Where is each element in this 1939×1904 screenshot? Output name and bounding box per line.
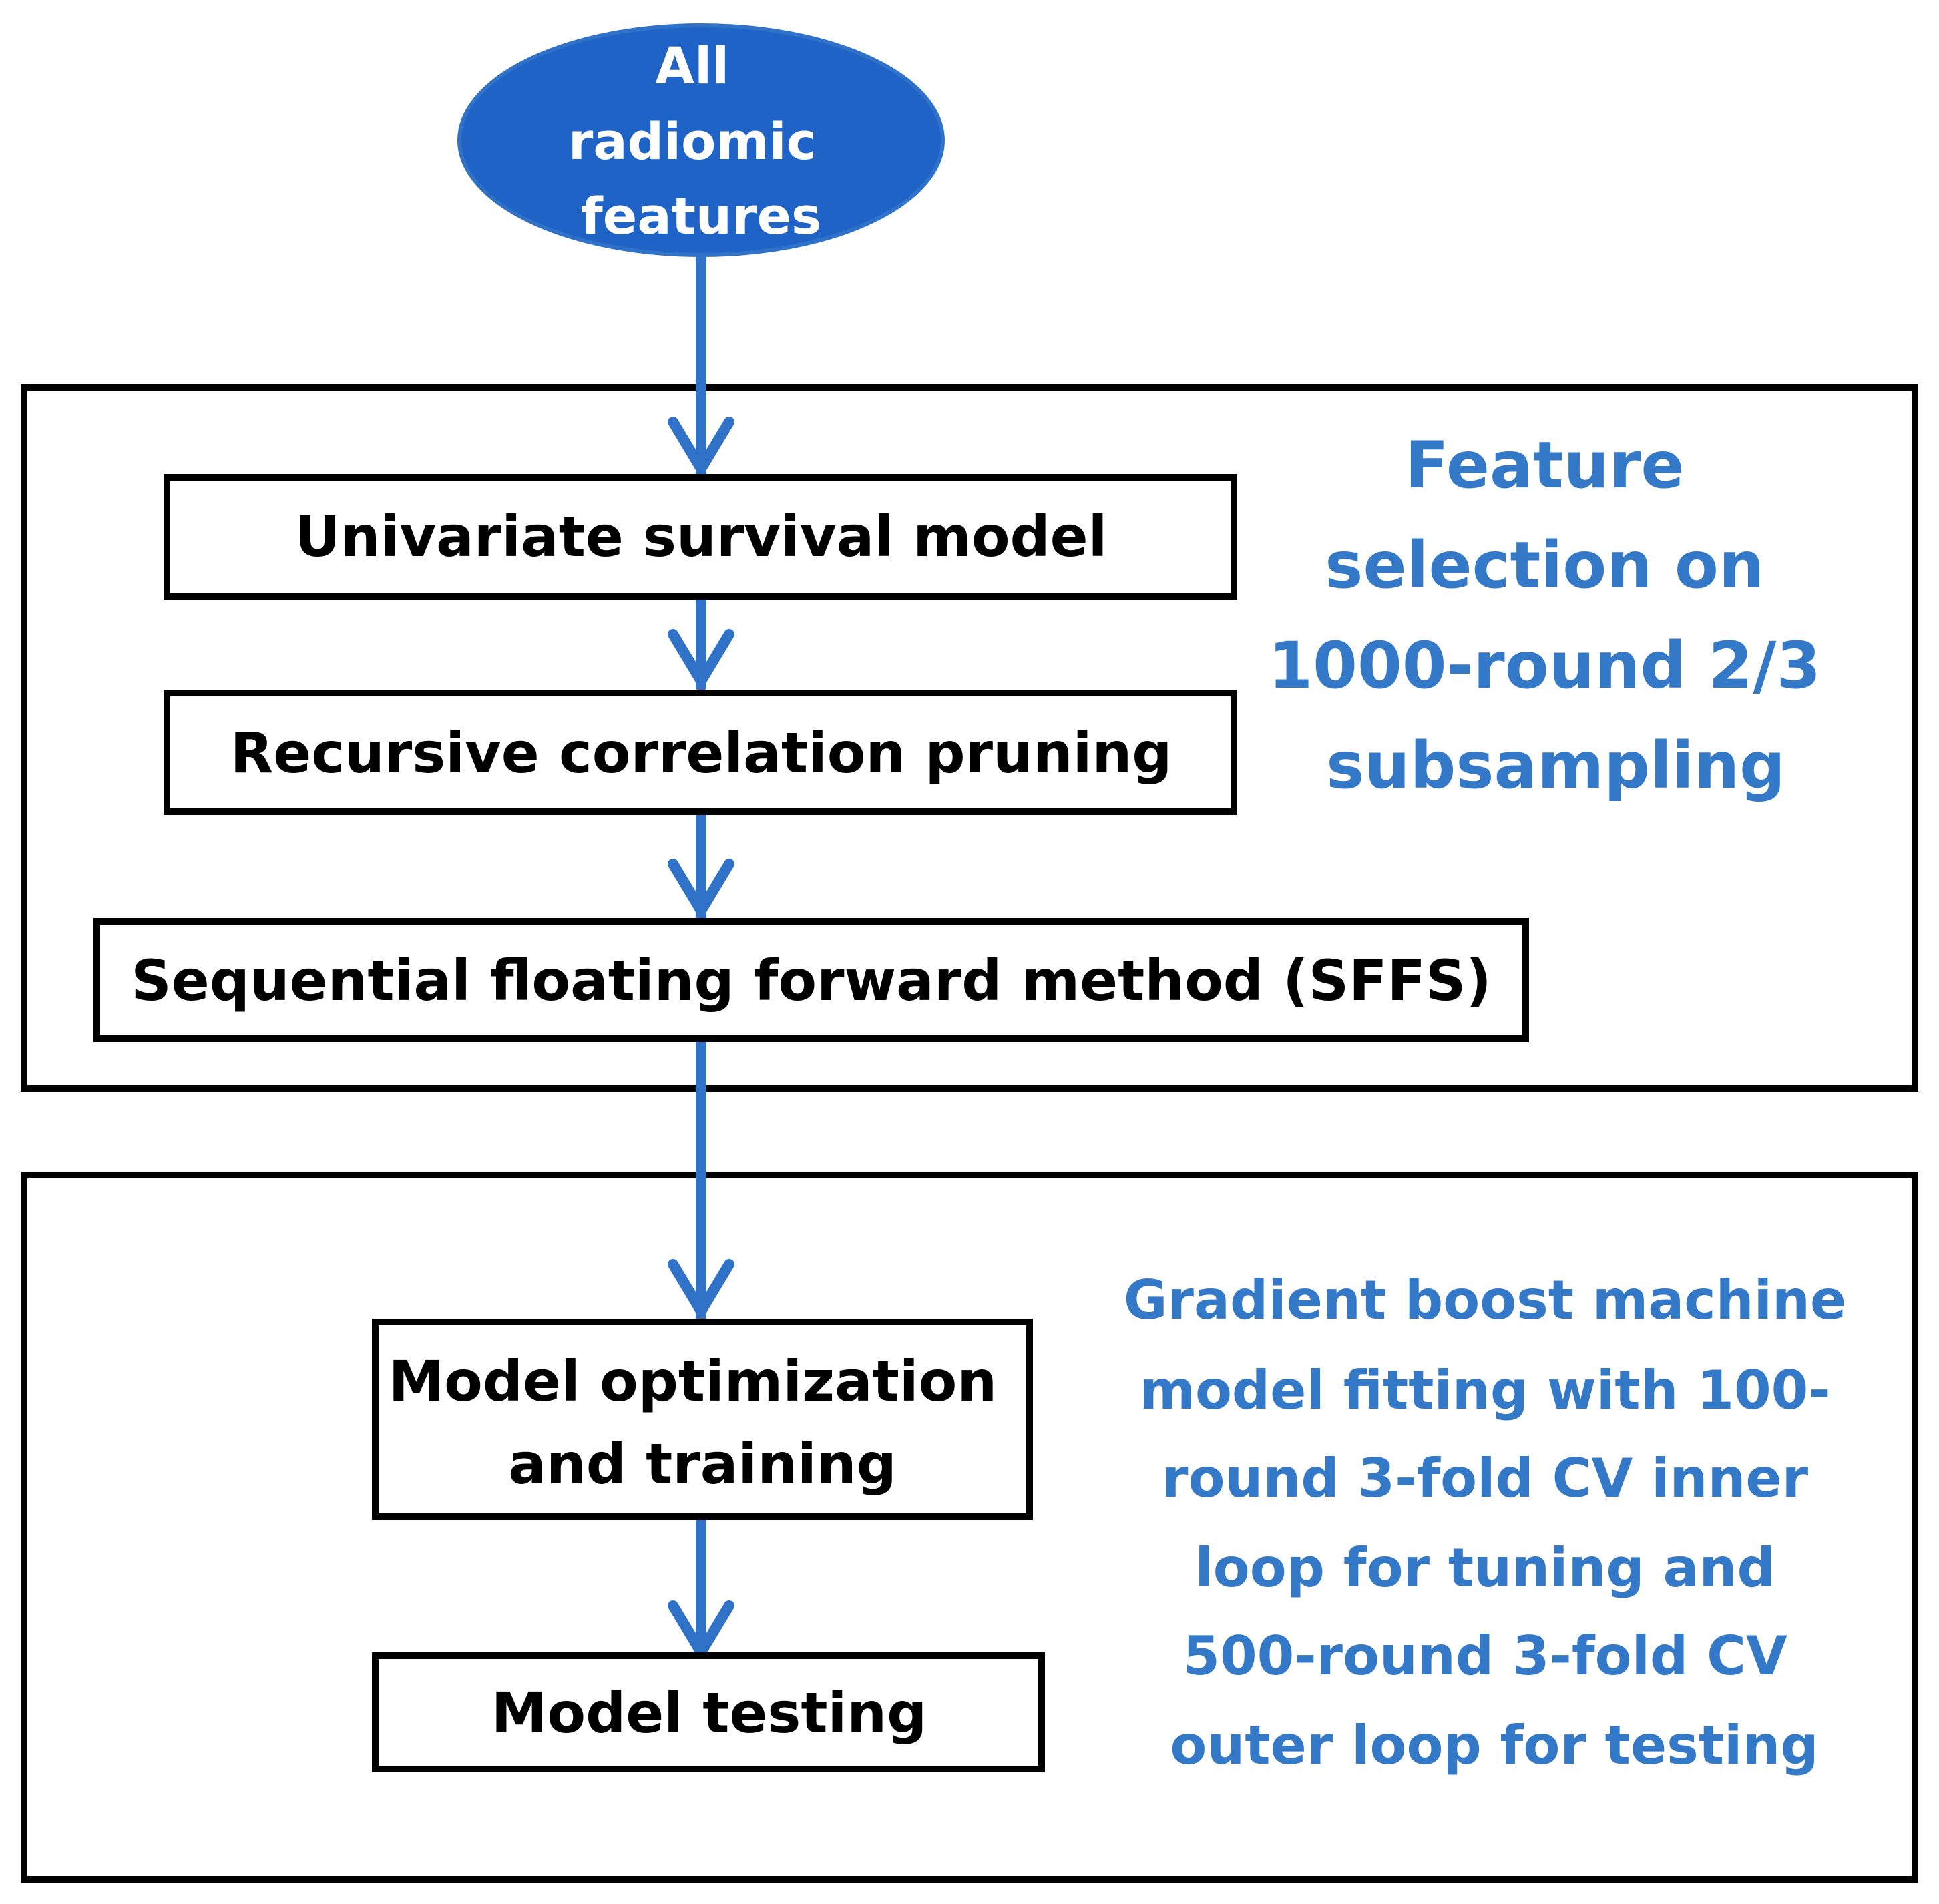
- fs-caption-line-3: 1000-round 2/3: [1268, 628, 1821, 703]
- fs-caption-line-4: subsampling: [1326, 728, 1785, 803]
- modeling-caption: Gradient boost machine model fitting wit…: [1124, 1269, 1865, 1776]
- feature-selection-panel: [21, 384, 1918, 1092]
- svg-text:All radiomic features: All radiomic features: [568, 36, 834, 246]
- mod-caption-line-2: model fitting with 100-: [1140, 1359, 1831, 1421]
- step-label-sffs: Sequential floating forward method (SFFS…: [131, 948, 1491, 1013]
- start-node-line-2: radiomic: [568, 111, 817, 171]
- arrowhead-2: [668, 629, 734, 686]
- step-box-optimization: [372, 1319, 1033, 1520]
- start-node-line-1: All: [655, 36, 729, 95]
- arrowhead-3: [668, 859, 734, 916]
- step-box-sffs: [93, 918, 1529, 1042]
- arrowhead-1: [668, 417, 734, 474]
- mod-caption-line-3: round 3-fold CV inner: [1162, 1447, 1809, 1509]
- mod-caption-line-1: Gradient boost machine: [1124, 1269, 1846, 1331]
- step-label-univariate: Univariate survival model: [295, 504, 1108, 569]
- step-box-testing: [372, 1652, 1045, 1772]
- optimization-line-1: Model optimization: [389, 1349, 998, 1414]
- step-box-pruning: [164, 690, 1237, 815]
- connectors: [668, 245, 734, 1663]
- start-node-ellipse: [457, 23, 945, 257]
- optimization-line-2: and training: [508, 1431, 896, 1497]
- step-label-testing: Model testing: [491, 1680, 927, 1746]
- modeling-panel: [21, 1172, 1918, 1883]
- step-label-optimization: Model optimization and training: [389, 1349, 1017, 1497]
- mod-caption-line-6: outer loop for testing: [1170, 1714, 1818, 1776]
- arrowhead-4: [668, 1259, 734, 1317]
- feature-selection-caption: Feature selection on 1000-round 2/3 subs…: [1268, 428, 1843, 803]
- fs-caption-line-2: selection on: [1325, 528, 1764, 603]
- mod-caption-line-5: 500-round 3-fold CV: [1182, 1625, 1787, 1687]
- step-box-univariate: [164, 474, 1237, 600]
- mod-caption-line-4: loop for tuning and: [1195, 1537, 1775, 1599]
- start-node-line-3: features: [581, 186, 822, 246]
- fs-caption-line-1: Feature: [1405, 428, 1684, 503]
- step-label-pruning: Recursive correlation pruning: [230, 720, 1172, 786]
